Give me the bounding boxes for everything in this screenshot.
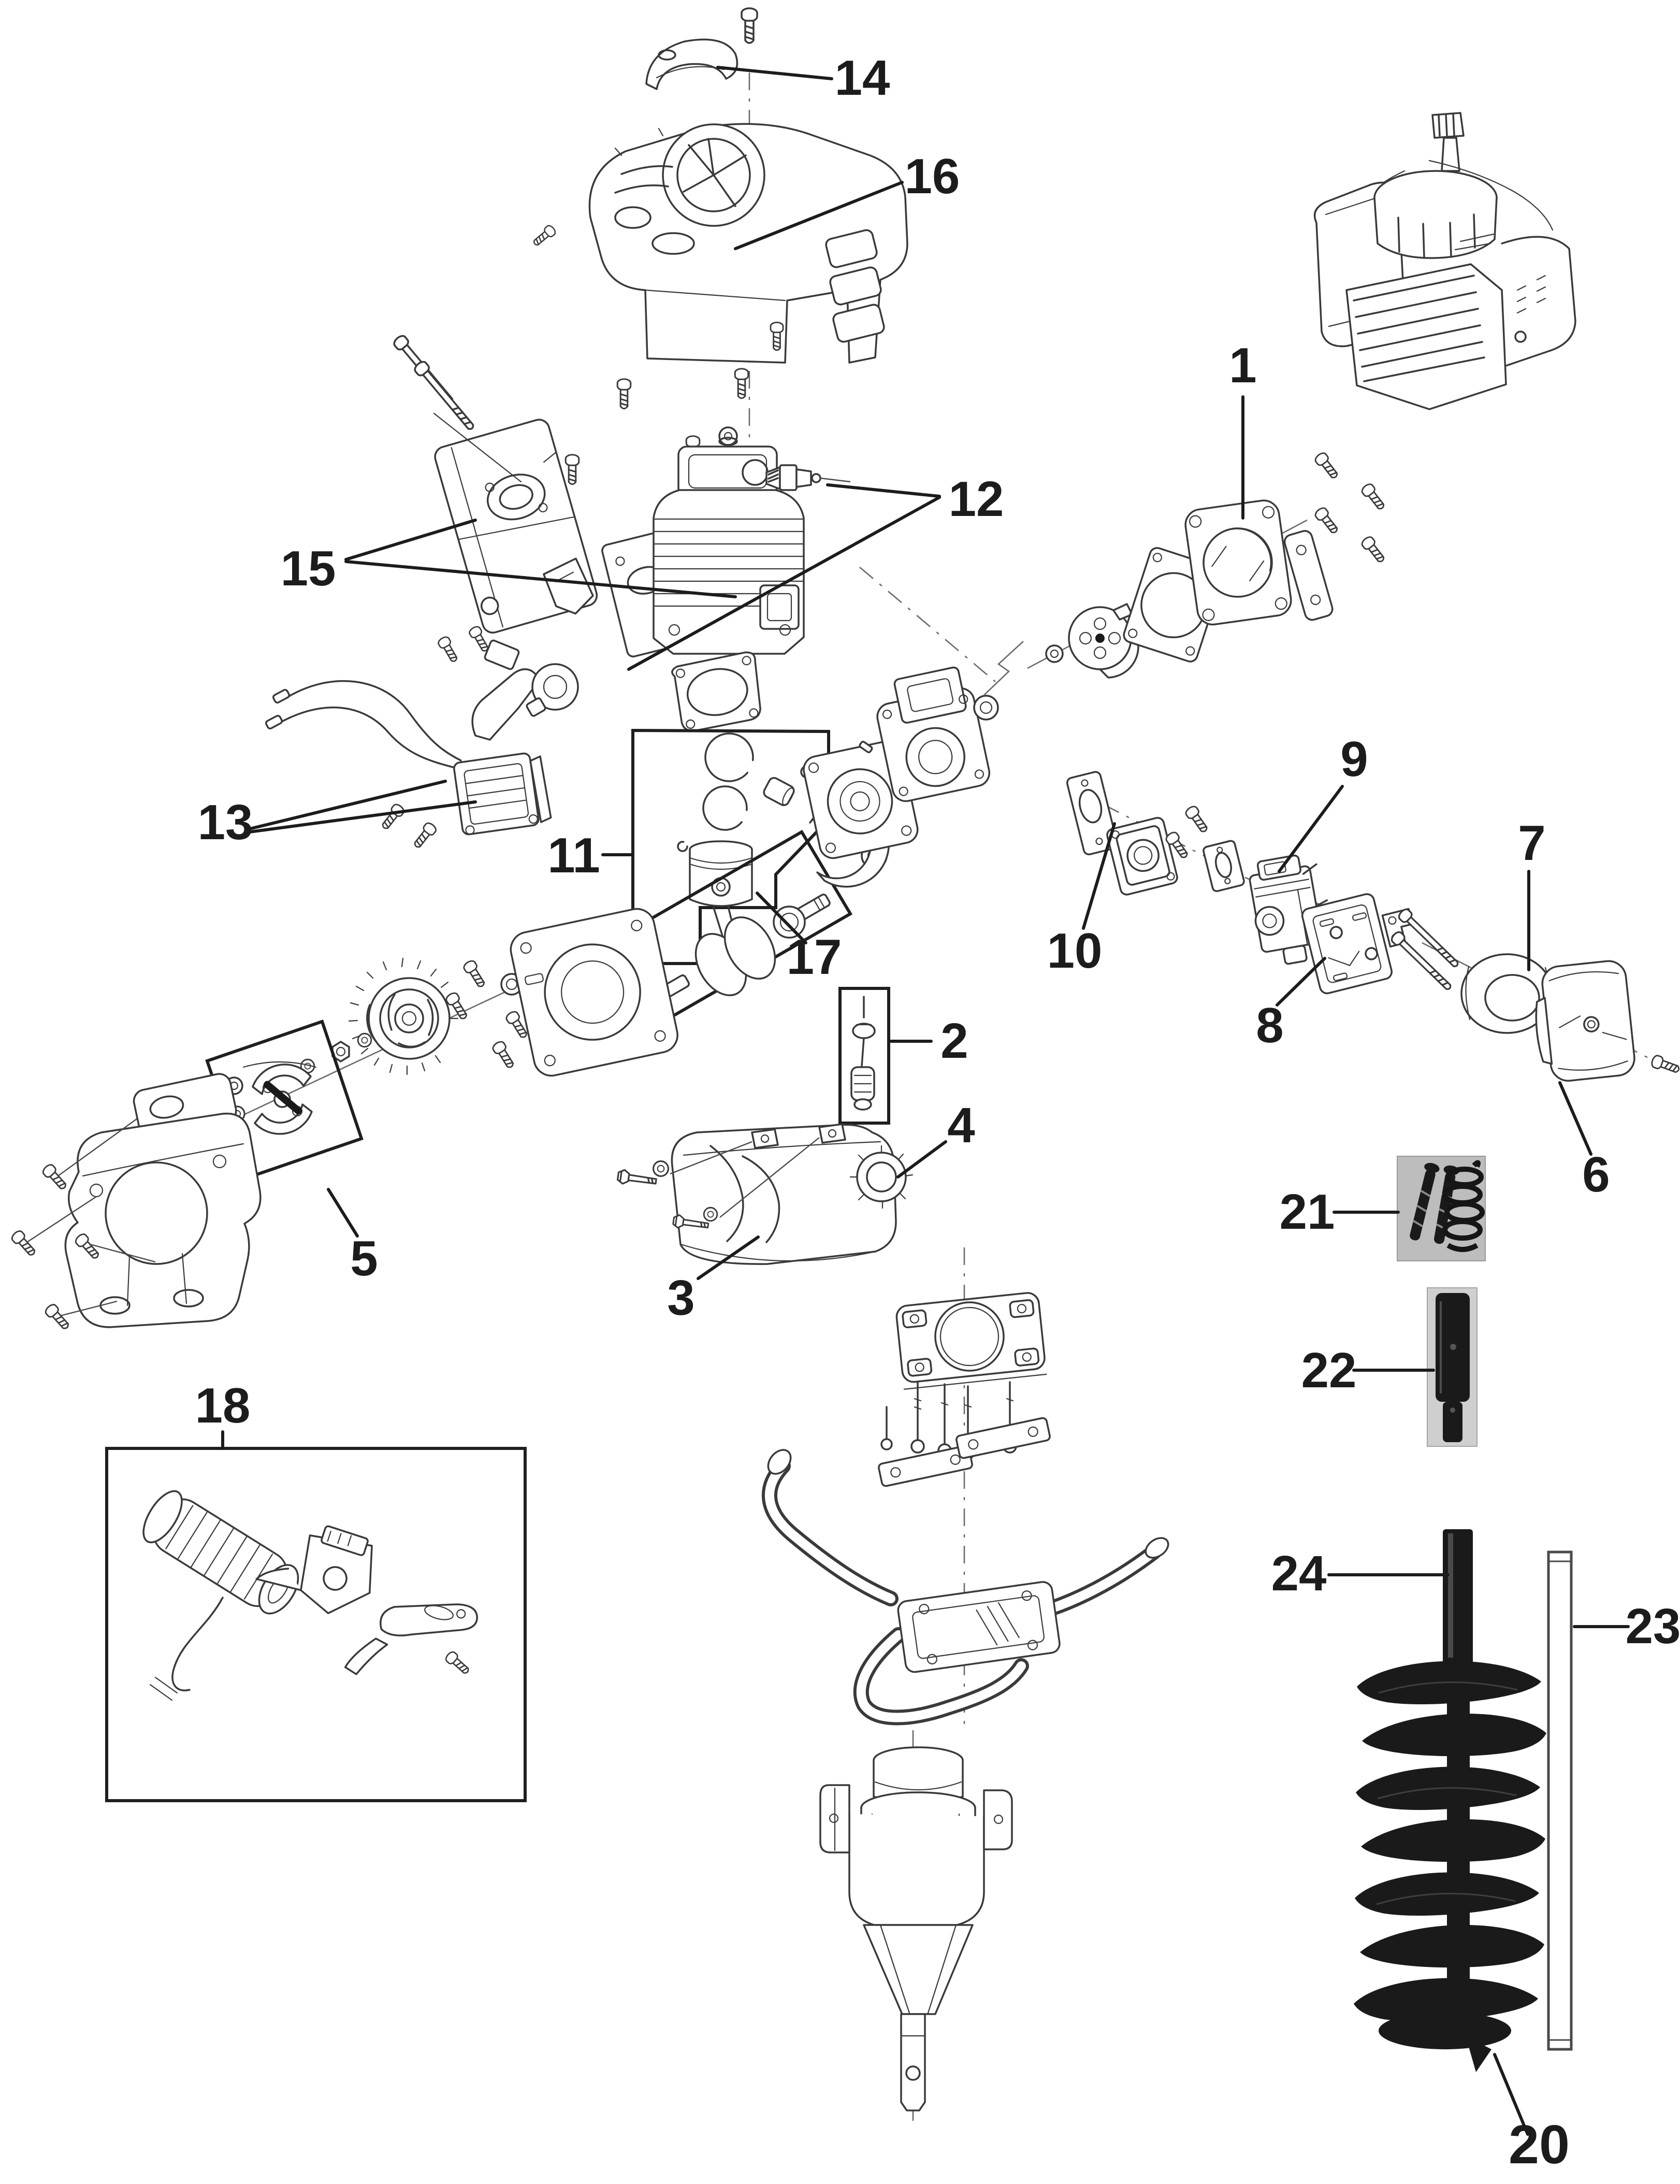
- part-label-9: 9: [1340, 731, 1368, 787]
- ignition-side-crankcase-drawing: [510, 908, 678, 1077]
- gearbox-drawing: [819, 1730, 1013, 2128]
- cover-clip-drawing: [645, 38, 738, 90]
- cylinder-drawing: [564, 368, 851, 732]
- spark-plug-cap: [471, 663, 579, 741]
- cylinder-base-gasket-drawing: [671, 651, 761, 732]
- clutch-assembly-box: [183, 1019, 364, 1180]
- part-ref-6: 6: [1558, 1081, 1610, 1202]
- pawl-plate-drawing: [1283, 530, 1334, 621]
- part-ref-1: 1: [1229, 338, 1257, 520]
- part-ref-15: 15: [281, 519, 737, 598]
- spark-plug-drawing: [765, 464, 851, 491]
- part-ref-9: 9: [1278, 731, 1368, 873]
- fuel-filter-box: [838, 987, 890, 1125]
- air-filter-base-drawing: [1301, 893, 1393, 995]
- handlebar-assembly-drawing: [761, 1247, 1169, 1728]
- part-label-20: 20: [1509, 2114, 1570, 2175]
- top-cover-screw: [741, 7, 758, 484]
- fuel-cap-drawing: [849, 1145, 914, 1209]
- clutch-drum-drawing: [1068, 603, 1139, 679]
- flywheel-drawing: [348, 957, 459, 1075]
- engine-cover-drawing: [530, 123, 908, 446]
- part-ref-21: 21: [1280, 1184, 1400, 1240]
- part-ref-4: 4: [896, 1098, 975, 1179]
- bolt-spring-photo: [1397, 1156, 1486, 1261]
- part-ref-2: 2: [889, 1013, 968, 1069]
- intake-carburetor-chain: [1066, 771, 1680, 1082]
- clutch-housing-drawing: [1184, 499, 1292, 626]
- part-label-10: 10: [1047, 923, 1103, 979]
- part-label-11: 11: [547, 828, 600, 883]
- pin-clip-2: [677, 841, 688, 852]
- carburetor-drawing: [1249, 854, 1328, 965]
- extension-rod-drawing: [1547, 1550, 1573, 2051]
- part-label-6: 6: [1582, 1147, 1610, 1202]
- part-ref-17: 17: [756, 892, 842, 985]
- part-label-8: 8: [1256, 998, 1283, 1053]
- part-ref-7: 7: [1518, 815, 1546, 971]
- throttle-switch-housing: [255, 1525, 373, 1614]
- throttle-lever-drawing: [344, 1603, 479, 1675]
- crank-bearing: [773, 906, 806, 939]
- part-ref-23: 23: [1573, 1599, 1680, 1654]
- auger-drawing: [1354, 1529, 1548, 2072]
- piston-drawing: [689, 840, 753, 907]
- handlebar-tubes: [761, 1449, 1169, 1726]
- part-ref-10: 10: [1047, 822, 1116, 979]
- part-ref-3: 3: [667, 1235, 760, 1326]
- handle-mount-plate: [895, 1292, 1047, 1390]
- part-ref-8: 8: [1256, 957, 1326, 1053]
- piston-ring-1: [704, 732, 754, 782]
- part-ref-20: 20: [1493, 2053, 1570, 2175]
- muffler-drawing: [391, 333, 698, 658]
- throttle-kit-box: [105, 1447, 527, 1802]
- part-label-24: 24: [1271, 1546, 1327, 1601]
- intake-manifold-drawing: [1106, 816, 1178, 896]
- clutch-housing-chain: [1045, 450, 1388, 679]
- air-filter-cover-drawing: [1535, 960, 1635, 1082]
- part-ref-14: 14: [716, 50, 890, 106]
- part-label-4: 4: [947, 1098, 975, 1153]
- part-label-22: 22: [1301, 1343, 1357, 1398]
- mount-bracket-drawing: [9, 1073, 262, 1333]
- part-ref-11: 11: [547, 828, 633, 883]
- handlebar-platform: [897, 1581, 1061, 1673]
- part-ref-16: 16: [734, 149, 960, 250]
- part-label-23: 23: [1626, 1599, 1680, 1654]
- wrist-pin-drawing: [763, 777, 795, 807]
- assembled-engine-drawing: [1313, 112, 1576, 410]
- ignition-coil-drawing: [265, 624, 579, 851]
- air-filter-element-drawing: [1460, 953, 1554, 1034]
- crankcase-halves-drawing: [803, 666, 999, 888]
- part-ref-24: 24: [1271, 1546, 1450, 1601]
- part-ref-18: 18: [195, 1378, 251, 1450]
- clutch-shoes-drawing: [242, 1061, 317, 1135]
- part-label-13: 13: [198, 795, 253, 850]
- part-ref-5: 5: [327, 1188, 378, 1286]
- part-label-18: 18: [195, 1378, 251, 1433]
- part-label-15: 15: [281, 541, 336, 596]
- part-label-2: 2: [940, 1013, 968, 1069]
- part-label-12: 12: [949, 471, 1004, 527]
- drive-pin-photo: [1427, 1287, 1478, 1447]
- piston-ring-2: [702, 785, 748, 831]
- part-ref-13: 13: [198, 780, 477, 850]
- part-ref-22: 22: [1301, 1343, 1435, 1398]
- part-label-3: 3: [667, 1270, 694, 1326]
- part-label-21: 21: [1280, 1184, 1335, 1240]
- part-label-1: 1: [1229, 338, 1256, 393]
- part-label-7: 7: [1518, 815, 1545, 871]
- part-label-14: 14: [835, 50, 890, 106]
- fuel-tank-drawing: [616, 1123, 914, 1265]
- part-label-5: 5: [350, 1231, 378, 1286]
- part-ref-12: 12: [627, 471, 1004, 671]
- part-label-16: 16: [905, 149, 960, 204]
- part-label-17: 17: [787, 929, 842, 985]
